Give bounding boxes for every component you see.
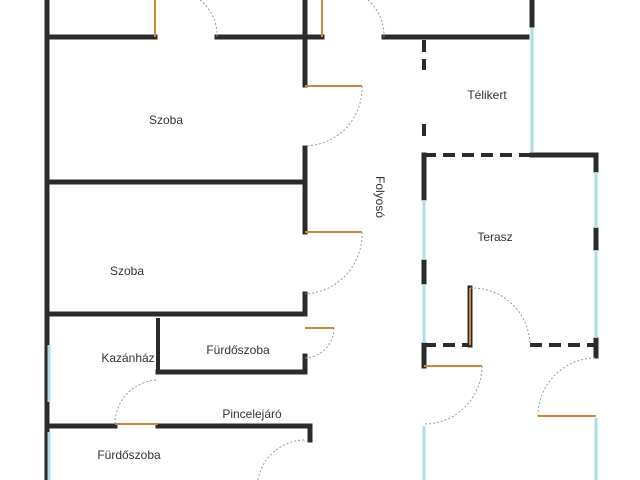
label-folyoso: Folyosó (373, 176, 387, 218)
door-furdo1-swing (304, 327, 335, 359)
door-top-right-swing (367, 0, 385, 38)
label-terasz: Terasz (477, 230, 512, 244)
door-szoba2-swing (304, 231, 363, 295)
door-bottom-right-swing (537, 357, 597, 417)
door-furdo2-swing (257, 439, 306, 480)
label-furdoszoba-1: Fürdőszoba (206, 343, 270, 357)
doors (114, 0, 597, 480)
room-labels: Szoba Szoba Télikert Folyosó Terasz Kazá… (97, 88, 512, 462)
door-szoba1-swing (304, 85, 363, 147)
door-bottom-mid-swing (423, 365, 483, 425)
label-furdoszoba-2: Fürdőszoba (97, 448, 161, 462)
door-kazanhaz-swing (114, 379, 159, 425)
label-kazanhaz: Kazánház (101, 351, 154, 365)
label-telikert: Télikert (467, 88, 507, 102)
windows (47, 28, 598, 480)
walls (44, 0, 599, 480)
door-top-left-swing (199, 0, 218, 38)
label-szoba-2: Szoba (110, 264, 144, 278)
label-pincelejaro: Pincelejáró (222, 407, 282, 421)
door-terasz-swing (469, 287, 531, 346)
label-szoba-1: Szoba (149, 113, 183, 127)
